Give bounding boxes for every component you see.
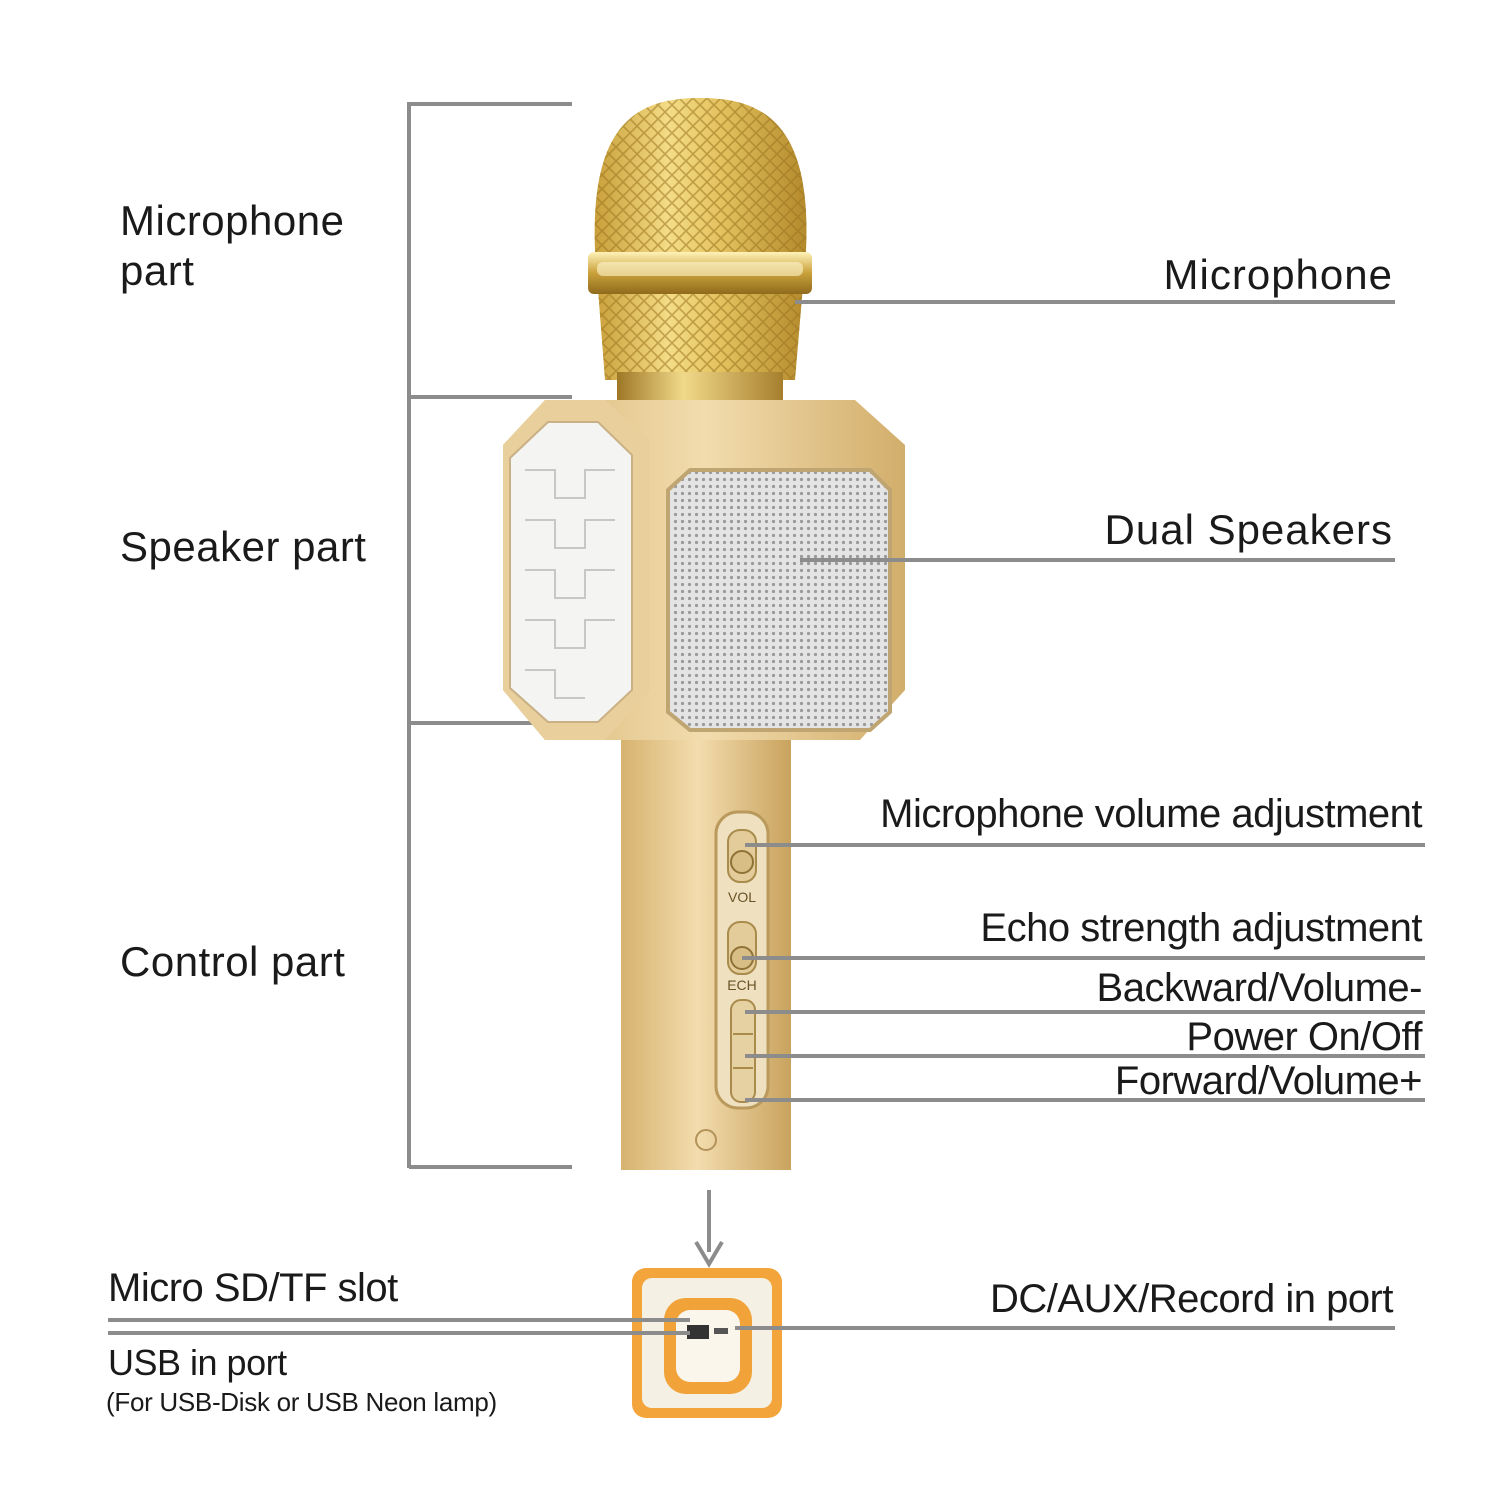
microphone-head bbox=[588, 98, 812, 416]
speaker-body bbox=[503, 400, 905, 740]
backward-volume-label: Backward/Volume- bbox=[1096, 966, 1423, 1010]
section-bracket bbox=[407, 102, 572, 1169]
forward-volume-label: Forward/Volume+ bbox=[1114, 1059, 1423, 1103]
dual-speakers-label: Dual Speakers bbox=[1104, 506, 1393, 553]
ech-mark: ECH bbox=[727, 977, 757, 993]
usb-in-label: USB in port bbox=[108, 1342, 287, 1383]
bottom-view bbox=[632, 1268, 782, 1418]
dc-aux-label: DC/AUX/Record in port bbox=[990, 1277, 1393, 1321]
echo-strength-label: Echo strength adjustment bbox=[980, 906, 1422, 950]
handle: VOL ECH bbox=[621, 740, 791, 1170]
down-arrow bbox=[694, 1190, 724, 1268]
microphone-part-label: Microphone part bbox=[120, 197, 345, 294]
usb-note-label: (For USB-Disk or USB Neon lamp) bbox=[106, 1387, 497, 1417]
mic-volume-label: Microphone volume adjustment bbox=[880, 792, 1422, 836]
usb-port-icon bbox=[687, 1325, 709, 1339]
callout-lines bbox=[108, 300, 1425, 1335]
control-part-label: Control part bbox=[120, 938, 346, 985]
dc-port-icon bbox=[714, 1328, 728, 1334]
power-label: Power On/Off bbox=[1186, 1015, 1422, 1059]
microphone-label: Microphone bbox=[1163, 251, 1393, 298]
vol-mark: VOL bbox=[728, 889, 756, 905]
speaker-part-label: Speaker part bbox=[120, 523, 367, 570]
micro-sd-label: Micro SD/TF slot bbox=[108, 1266, 398, 1310]
